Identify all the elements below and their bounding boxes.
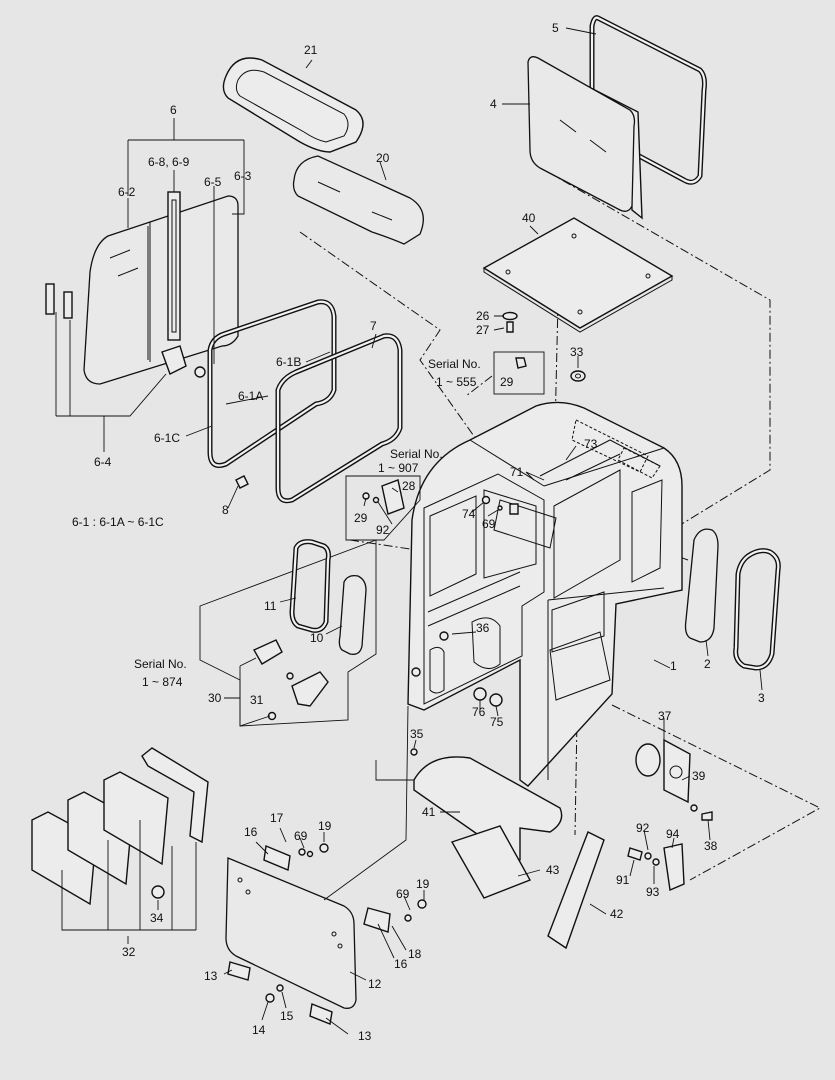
label-part-6: 6 xyxy=(170,103,177,117)
part-37-cover xyxy=(635,738,713,821)
label-part-92-a: 92 xyxy=(376,523,390,537)
label-part-28: 28 xyxy=(402,479,416,493)
serial-874-title: Serial No. xyxy=(134,657,187,671)
label-part-26: 26 xyxy=(476,309,490,323)
serial-907-range: 1 ~ 907 xyxy=(378,461,419,475)
part-40-plate xyxy=(482,217,674,333)
part-43-panel xyxy=(450,825,532,899)
part-6-door-assembly xyxy=(45,191,239,385)
part-91-94-latch xyxy=(627,843,685,892)
part-21-roof-seal xyxy=(222,57,364,153)
label-part-33: 33 xyxy=(570,345,584,359)
part-6-1-window-frame xyxy=(207,299,337,468)
label-part-74: 74 xyxy=(462,507,476,521)
label-part-94: 94 xyxy=(666,827,680,841)
label-part-6-4: 6-4 xyxy=(94,455,112,469)
label-part-42: 42 xyxy=(610,907,624,921)
label-part-15: 15 xyxy=(280,1009,294,1023)
label-part-3: 3 xyxy=(758,691,765,705)
label-part-13-b: 13 xyxy=(358,1029,372,1043)
label-part-2: 2 xyxy=(704,657,711,671)
label-part-29-b: 29 xyxy=(354,511,368,525)
label-part-11: 11 xyxy=(264,599,277,613)
label-part-6-1c: 6-1C xyxy=(154,431,180,445)
label-part-6-5: 6-5 xyxy=(204,175,222,189)
set-note: 6-1 : 6-1A ~ 6-1C xyxy=(72,515,164,529)
label-part-6-1a: 6-1A xyxy=(238,389,263,403)
roof-hardware-69-71-74 xyxy=(481,453,621,515)
part-labels: 1 2 3 4 5 6 6-8, 6-9 6-2 6-5 6-3 6-4 6-1… xyxy=(72,21,765,1043)
label-part-69-a: 69 xyxy=(482,517,496,531)
part-2-side-glass xyxy=(684,528,719,643)
door-hardware xyxy=(298,631,449,922)
label-part-76: 76 xyxy=(472,705,486,719)
label-part-39: 39 xyxy=(692,769,706,783)
serial-907-title: Serial No. xyxy=(390,447,443,461)
part-4-rear-glass xyxy=(527,56,643,220)
serial-group-874 xyxy=(199,539,377,727)
label-part-19-b: 19 xyxy=(416,877,430,891)
label-part-19-a: 19 xyxy=(318,819,332,833)
label-part-8: 8 xyxy=(222,503,229,517)
label-part-73: 73 xyxy=(584,437,598,451)
label-part-4: 4 xyxy=(490,97,497,111)
label-part-92-b: 92 xyxy=(636,821,650,835)
part-33-nut xyxy=(570,370,586,382)
leader-lines xyxy=(55,27,763,1035)
serial-555-title: Serial No. xyxy=(428,357,481,371)
label-part-93: 93 xyxy=(646,885,660,899)
label-part-13-a: 13 xyxy=(204,969,218,983)
label-part-69-b: 69 xyxy=(294,829,308,843)
label-part-35: 35 xyxy=(410,727,424,741)
label-part-40: 40 xyxy=(522,211,536,225)
label-part-37: 37 xyxy=(658,709,672,723)
label-part-29-a: 29 xyxy=(500,375,514,389)
part-3-side-seal xyxy=(733,548,781,671)
label-part-21: 21 xyxy=(304,43,318,57)
serial-555-range: 1 ~ 555 xyxy=(436,375,477,389)
label-part-30: 30 xyxy=(208,691,222,705)
label-part-34: 34 xyxy=(150,911,164,925)
serial-group-555 xyxy=(493,351,545,395)
part-5-rear-seal xyxy=(589,15,707,185)
label-part-69-c: 69 xyxy=(396,887,410,901)
part-20-roof-glass xyxy=(292,155,424,245)
label-part-91: 91 xyxy=(616,873,630,887)
label-part-43: 43 xyxy=(546,863,560,877)
part-32-covers xyxy=(31,747,209,906)
label-part-36: 36 xyxy=(476,621,490,635)
part-12-panel xyxy=(225,845,391,1025)
part-41-cover xyxy=(413,756,563,882)
part-42-strip xyxy=(547,831,605,950)
label-part-38: 38 xyxy=(704,839,718,853)
label-part-12: 12 xyxy=(368,977,382,991)
part-8-clip xyxy=(235,475,249,489)
label-part-27: 27 xyxy=(476,323,490,337)
part-26-27-washer-bolt xyxy=(502,311,518,333)
serial-874-range: 1 ~ 874 xyxy=(142,675,183,689)
label-part-31: 31 xyxy=(250,693,264,707)
label-part-7: 7 xyxy=(370,319,377,333)
label-part-16-a: 16 xyxy=(244,825,258,839)
label-part-14: 14 xyxy=(252,1023,266,1037)
label-part-75: 75 xyxy=(490,715,504,729)
label-part-10: 10 xyxy=(310,631,324,645)
label-part-41: 41 xyxy=(422,805,436,819)
label-part-18: 18 xyxy=(408,947,422,961)
label-part-5: 5 xyxy=(552,21,559,35)
label-part-71: 71 xyxy=(510,465,524,479)
serial-group-907 xyxy=(345,475,421,541)
label-part-16-b: 16 xyxy=(394,957,408,971)
label-part-6-3: 6-3 xyxy=(234,169,252,183)
label-part-6-1b: 6-1B xyxy=(276,355,301,369)
part-1-cab-frame xyxy=(407,401,683,787)
label-part-1: 1 xyxy=(670,659,677,673)
label-part-20: 20 xyxy=(376,151,390,165)
label-part-32: 32 xyxy=(122,945,136,959)
label-part-6-2: 6-2 xyxy=(118,185,136,199)
label-part-6-8-6-9: 6-8, 6-9 xyxy=(148,155,190,169)
part-7-window-seal xyxy=(275,333,403,504)
label-part-17: 17 xyxy=(270,811,284,825)
